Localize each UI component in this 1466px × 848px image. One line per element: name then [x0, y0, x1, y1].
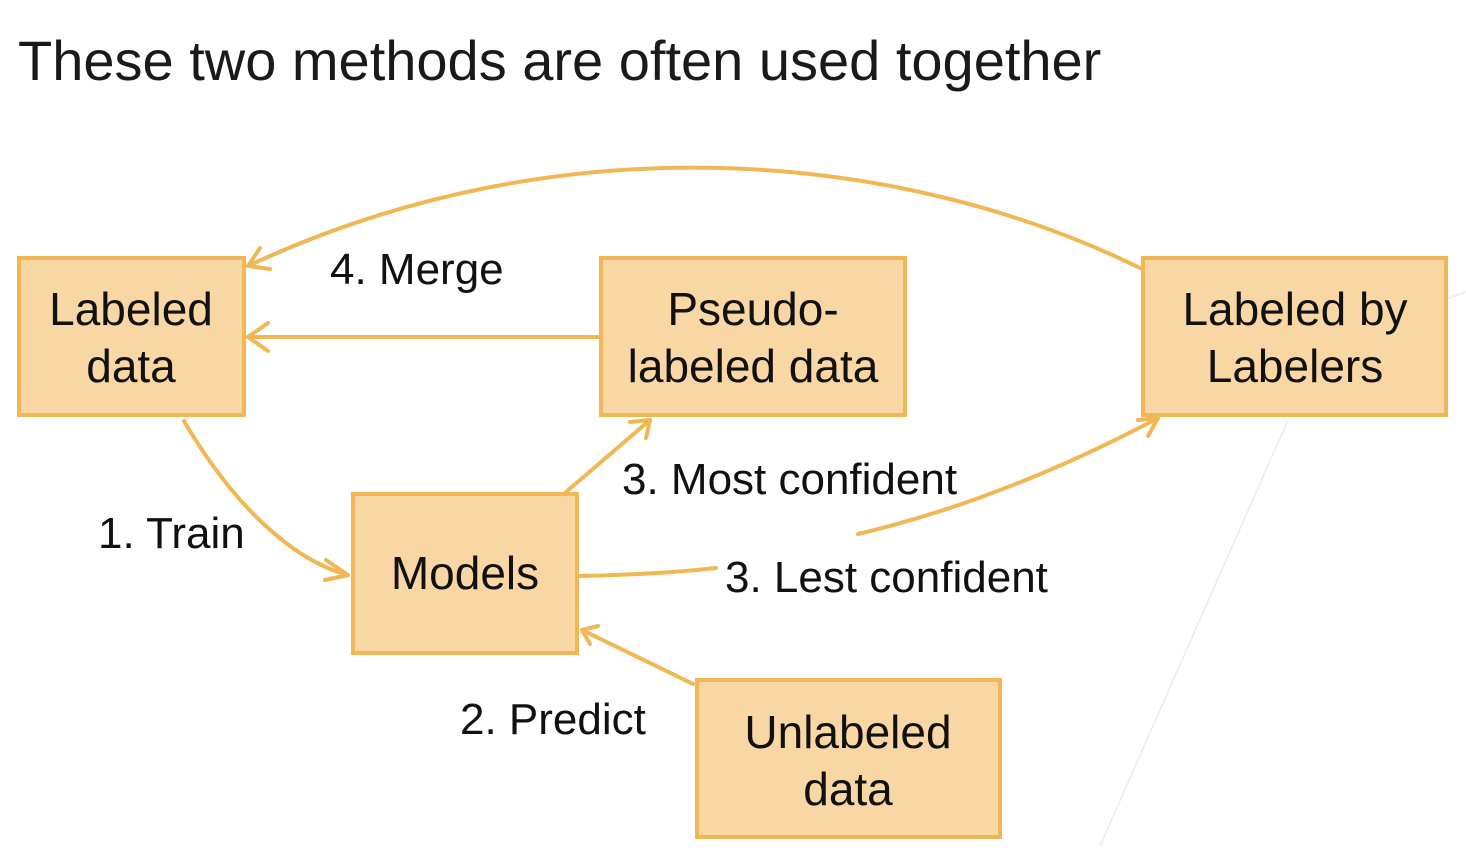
edge-label-merge: 4. Merge	[330, 245, 504, 294]
edge-most-confident	[564, 418, 652, 494]
node-unlabeled-data-line2: data	[803, 763, 893, 815]
arrowhead-predict	[580, 624, 600, 646]
edge-label-predict: 2. Predict	[460, 695, 646, 744]
node-models-label: Models	[391, 547, 539, 599]
background-line	[1099, 419, 1289, 847]
node-pseudo-labeled-line2: labeled data	[628, 340, 879, 392]
node-labeled-data-line1: Labeled	[49, 283, 213, 335]
edge-label-least-confident: 3. Lest confident	[725, 553, 1048, 602]
edge-predict	[580, 628, 695, 686]
arrowhead-labelers-to-labeled	[246, 246, 272, 271]
node-labeled-data-box	[17, 256, 246, 417]
node-unlabeled-data: Unlabeled data	[695, 678, 1002, 839]
node-labeled-by-labelers-line1: Labeled by	[1182, 283, 1407, 335]
node-unlabeled-data-box	[695, 678, 1002, 839]
node-models-box	[351, 492, 579, 655]
node-labeled-data: Labeled data	[17, 256, 246, 417]
arrowhead-most-confident	[628, 418, 652, 440]
node-pseudo-labeled-data-box	[599, 256, 907, 417]
edge-labelers-to-labeled	[246, 165, 1142, 270]
node-pseudo-labeled-line1: Pseudo-	[667, 283, 838, 335]
edge-label-train: 1. Train	[98, 509, 245, 558]
node-unlabeled-data-line1: Unlabeled	[744, 706, 951, 758]
node-labeled-by-labelers: Labeled by Labelers	[1141, 256, 1448, 417]
background-line-top	[1447, 291, 1466, 299]
arrowhead-pseudo-to-labeled	[246, 321, 270, 353]
edge-label-most-confident: 3. Most confident	[622, 455, 957, 504]
edge-least-confident-a	[578, 566, 718, 578]
arrowhead-train	[323, 558, 350, 582]
node-labeled-by-labelers-line2: Labelers	[1207, 340, 1383, 392]
edge-train	[182, 419, 350, 577]
edge-least-confident-b	[856, 416, 1160, 536]
node-labeled-data-line2: data	[86, 340, 176, 392]
node-pseudo-labeled-data: Pseudo- labeled data	[599, 256, 907, 417]
node-labeled-by-labelers-box	[1141, 256, 1448, 417]
arrowhead-least-confident	[1136, 416, 1160, 438]
node-models: Models	[351, 492, 579, 655]
slide-title: These two methods are often used togethe…	[18, 29, 1102, 92]
